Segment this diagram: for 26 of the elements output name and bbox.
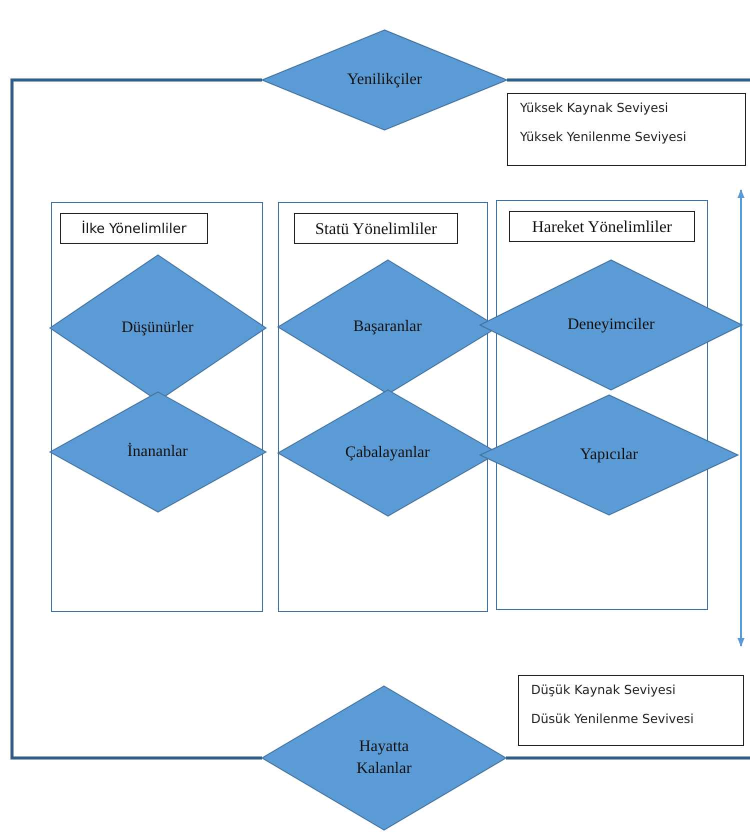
level-label: Düşük Kaynak Seviyesi — [531, 682, 677, 697]
frame-line — [506, 756, 750, 760]
column-box — [496, 200, 708, 610]
level-box — [507, 93, 746, 166]
segment-diamond — [480, 260, 742, 390]
level-label: Yüksek Kaynak Seviyesi — [520, 100, 670, 115]
segment-label: Başaranlar — [353, 316, 422, 337]
segment-label: İnananlar — [127, 442, 188, 462]
segment-diamond — [50, 392, 266, 512]
segment-label: Düşünürler — [122, 318, 194, 338]
frame-line — [507, 78, 750, 82]
segment-label: Yenilikçiler — [347, 70, 422, 90]
segment-diamond — [480, 395, 738, 515]
segment-label: Yapıcılar — [580, 445, 638, 466]
level-label: Yüksek Yenilenme Seviyesi — [520, 129, 688, 144]
column-heading: İlke Yönelimliler — [60, 213, 208, 244]
segment-diamond — [262, 686, 506, 830]
level-label: Düsük Yenilenme Sevivesi — [531, 711, 695, 726]
segment-diamond — [262, 30, 507, 130]
segment-label: Deneyimciler — [567, 315, 655, 336]
column-heading: Hareket Yönelimliler — [509, 211, 695, 242]
column-heading: Statü Yönelimliler — [294, 213, 458, 244]
segment-label: Hayatta Kalanlar — [355, 737, 413, 779]
level-box — [518, 675, 744, 746]
segment-label: Çabalayanlar — [345, 442, 430, 463]
frame-line — [10, 78, 262, 760]
